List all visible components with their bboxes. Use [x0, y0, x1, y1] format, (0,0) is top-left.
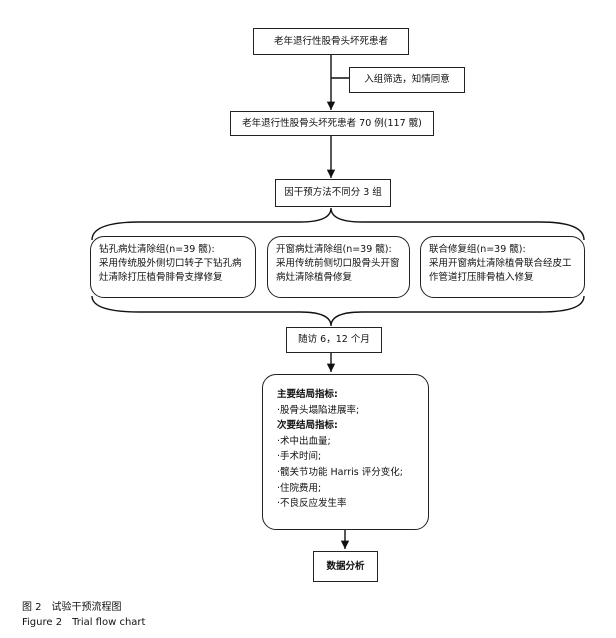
node-analysis: 数据分析 [313, 551, 378, 582]
group-window-title: 开窗病灶清除组(n=39 髋): [276, 244, 392, 255]
node-group-drilling: 钻孔病灶清除组(n=39 髋): 采用传统股外侧切口转子下钻孔病灶清除打压植骨腓… [90, 236, 256, 298]
group-combined-title: 联合修复组(n=39 髋): [429, 244, 526, 255]
group-drilling-title: 钻孔病灶清除组(n=39 髋): [99, 244, 215, 255]
figure-caption-zh: 图 2 试验干预流程图 [22, 602, 122, 613]
outcomes-secondary-item: ·髋关节功能 Harris 评分变化; [277, 466, 403, 478]
outcomes-secondary-item: ·术中出血量; [277, 435, 331, 447]
outcomes-secondary-title: 次要结局指标: [277, 420, 338, 432]
node-followup: 随访 6，12 个月 [286, 327, 382, 353]
node-group-combined: 联合修复组(n=39 髋): 采用开窗病灶清除植骨联合经皮工作管道打压腓骨植入修… [420, 236, 585, 298]
bottom-brace [91, 295, 585, 327]
node-outcomes: 主要结局指标: ·股骨头塌陷进展率; 次要结局指标: ·术中出血量; ·手术时间… [262, 374, 429, 530]
top-brace [91, 207, 585, 241]
node-patients-top-label: 老年退行性股骨头坏死患者 [273, 35, 388, 47]
outcomes-primary-title: 主要结局指标: [277, 389, 338, 400]
node-screening: 入组筛选，知情同意 [349, 67, 465, 93]
outcomes-secondary-item: ·不良反应发生率 [277, 498, 347, 510]
group-drilling-desc: 采用传统股外侧切口转子下钻孔病灶清除打压植骨腓骨支撑修复 [99, 258, 242, 283]
outcomes-secondary-item: ·住院费用; [277, 482, 322, 494]
node-screening-label: 入组筛选，知情同意 [364, 74, 450, 85]
figure-caption-en: Figure 2 Trial flow chart [22, 617, 146, 628]
node-patients-top: 老年退行性股骨头坏死患者 [253, 28, 409, 55]
node-enrolled-label: 老年退行性股骨头坏死患者 70 例(117 髋) [242, 117, 422, 129]
node-analysis-label: 数据分析 [326, 560, 365, 572]
node-grouping-label: 因干预方法不同分 3 组 [284, 187, 382, 198]
node-followup-label: 随访 6，12 个月 [298, 334, 370, 345]
group-window-desc: 采用传统前侧切口股骨头开窗病灶清除植骨修复 [276, 258, 400, 283]
outcomes-primary-item: ·股骨头塌陷进展率; [277, 404, 360, 416]
node-enrolled: 老年退行性股骨头坏死患者 70 例(117 髋) [230, 111, 434, 136]
node-grouping: 因干预方法不同分 3 组 [275, 179, 391, 207]
node-group-window: 开窗病灶清除组(n=39 髋): 采用传统前侧切口股骨头开窗病灶清除植骨修复 [267, 236, 410, 298]
group-combined-desc: 采用开窗病灶清除植骨联合经皮工作管道打压腓骨植入修复 [429, 258, 572, 283]
outcomes-secondary-item: ·手术时间; [277, 451, 322, 463]
